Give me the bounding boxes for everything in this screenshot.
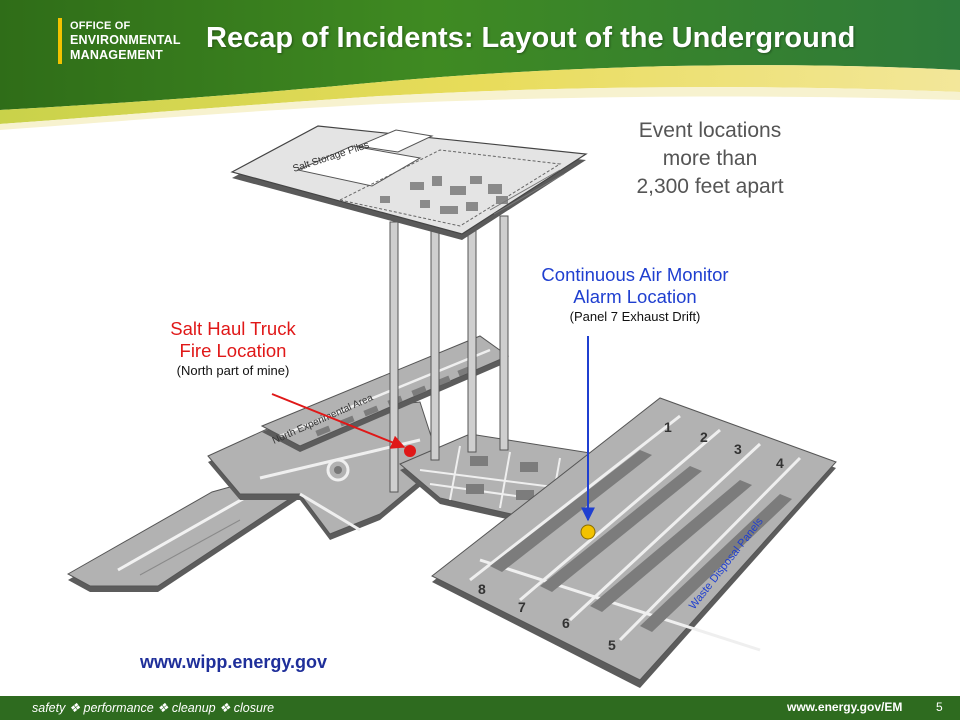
event-note-line-3: 2,300 feet apart	[636, 175, 784, 198]
footer-bar: safety ❖ performance ❖ cleanup ❖ closure…	[0, 696, 960, 720]
waste-disposal-panels: 1 2 3 4 5 6 7 8 Waste Disposal Panels	[431, 397, 837, 688]
footer-tagline: safety ❖ performance ❖ cleanup ❖ closure	[32, 701, 275, 715]
fire-title-1: Salt Haul Truck	[170, 318, 296, 339]
north-experimental-area: North Experimental Area	[260, 335, 510, 452]
fire-arrow	[271, 393, 406, 449]
panel-7-label: 7	[518, 599, 526, 615]
panel-6-label: 6	[562, 615, 570, 631]
header-banner	[0, 0, 960, 130]
panel-4-label: 4	[776, 455, 784, 471]
panel-8-label: 8	[478, 581, 486, 597]
event-distance-note: Event locations more than 2,300 feet apa…	[600, 117, 820, 201]
panel-3-label: 3	[734, 441, 742, 457]
shaft-access-area	[207, 401, 441, 540]
logo-bar	[58, 18, 62, 64]
west-drift	[66, 477, 302, 592]
logo-line-2: ENVIRONMENTAL	[70, 33, 181, 47]
event-note-line-2: more than	[662, 147, 758, 170]
wipp-url-link[interactable]: www.wipp.energy.gov	[140, 652, 328, 672]
office-logo: OFFICE OF ENVIRONMENTAL MANAGEMENT	[58, 18, 198, 66]
air-monitor-callout: Continuous Air Monitor Alarm Location (P…	[520, 264, 750, 326]
panel-2-label: 2	[700, 429, 708, 445]
surface-facility: Salt Storage Piles	[230, 125, 588, 240]
event-note-line-1: Event locations	[638, 119, 782, 142]
fire-title-2: Fire Location	[179, 340, 287, 361]
air-monitor-title-1: Continuous Air Monitor	[541, 264, 729, 285]
panel-5-label: 5	[608, 637, 616, 653]
air-monitor-subtitle: (Panel 7 Exhaust Drift)	[569, 309, 701, 324]
monitor-marker	[580, 524, 596, 540]
logo-line-3: MANAGEMENT	[70, 48, 163, 62]
fire-callout: Salt Haul Truck Fire Location (North par…	[138, 318, 328, 380]
page-number: 5	[936, 700, 943, 714]
footer-site-link[interactable]: www.energy.gov/EM	[787, 700, 903, 714]
air-monitor-title-2: Alarm Location	[573, 286, 697, 307]
fire-subtitle: (North part of mine)	[176, 363, 290, 378]
fire-marker	[404, 445, 416, 457]
panel-1-label: 1	[664, 419, 672, 435]
slide-title: Recap of Incidents: Layout of the Underg…	[206, 22, 856, 54]
logo-line-1: OFFICE OF	[70, 20, 131, 32]
